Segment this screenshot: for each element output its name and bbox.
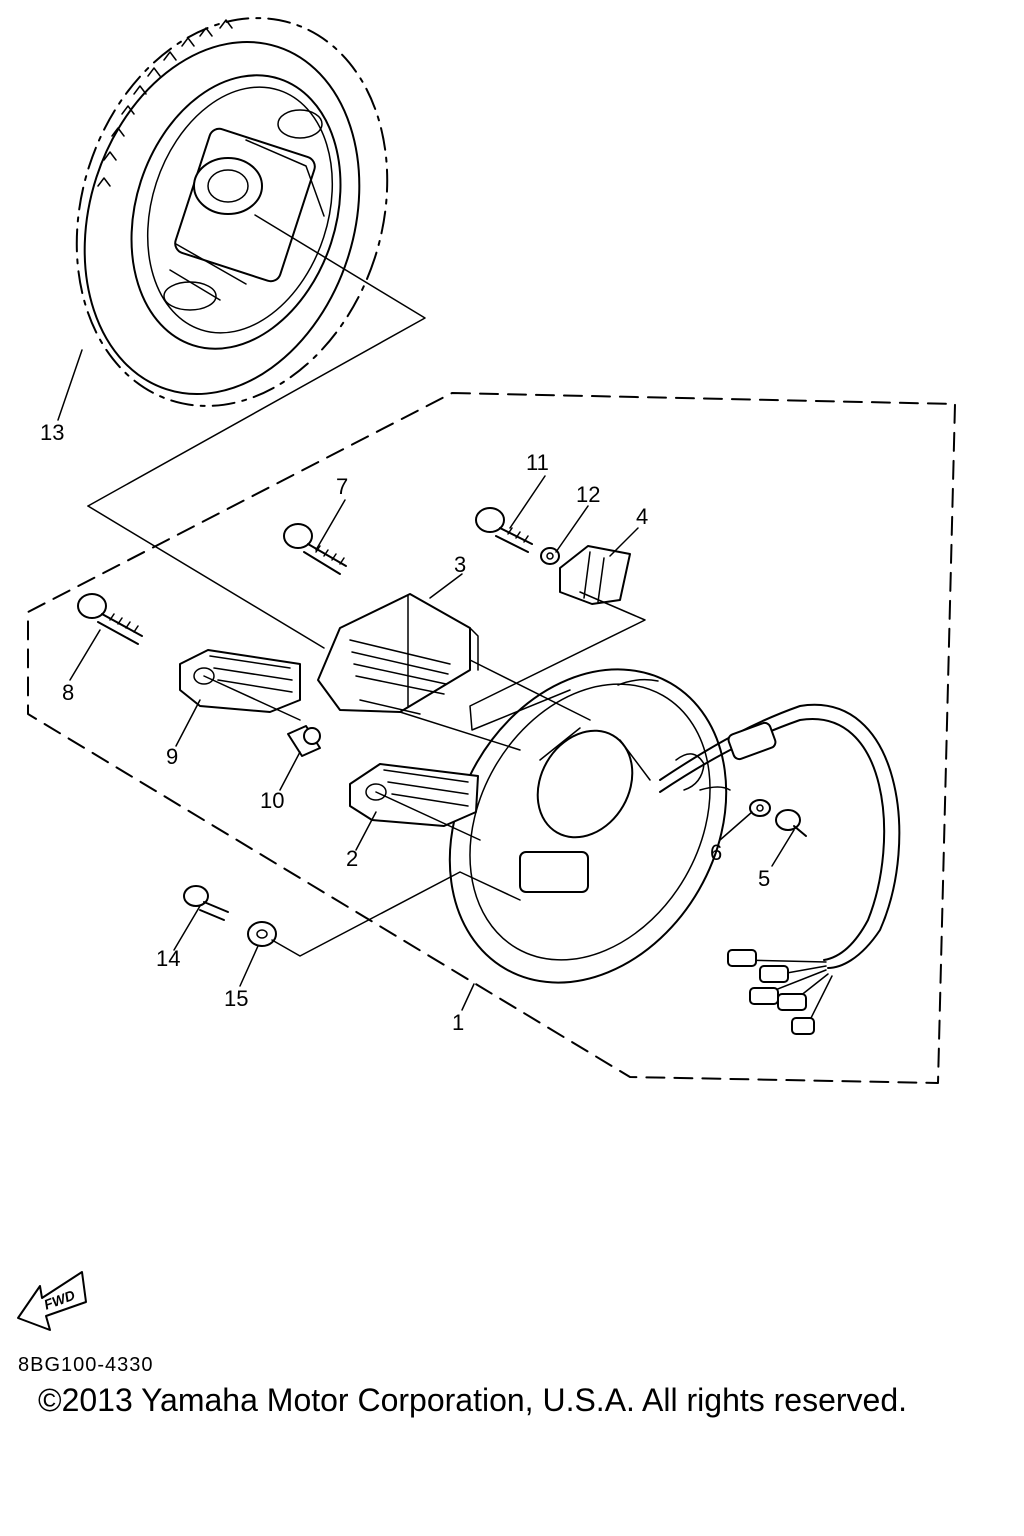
stator-plate	[448, 668, 728, 984]
collar	[287, 725, 321, 757]
callout-labels: 1 2 3 4 5 6 7 8 9 10 11 12 13 14 15	[40, 420, 770, 1035]
leader-lines	[57, 349, 795, 1011]
callout-11: 11	[526, 450, 549, 475]
assembly-boundary	[27, 392, 956, 1084]
callout-7: 7	[336, 474, 348, 499]
flywheel-rotor	[75, 17, 426, 507]
callout-6: 6	[710, 840, 722, 865]
source-coil-9	[179, 649, 301, 713]
callout-2: 2	[346, 846, 358, 871]
copyright-notice: ©2013 Yamaha Motor Corporation, U.S.A. A…	[38, 1382, 908, 1418]
callout-10: 10	[260, 788, 284, 813]
callout-12: 12	[576, 482, 600, 507]
charging-coil	[317, 593, 479, 715]
wire-harness	[659, 703, 901, 1035]
callout-1: 1	[452, 1010, 464, 1035]
callout-15: 15	[224, 986, 248, 1011]
callout-3: 3	[454, 552, 466, 577]
callout-8: 8	[62, 680, 74, 705]
callout-9: 9	[166, 744, 178, 769]
pickup-coil	[559, 545, 631, 605]
diagram-code: 8BG100-4330	[18, 1354, 154, 1376]
callout-13: 13	[40, 420, 64, 445]
fwd-arrow-icon: FWD	[17, 1271, 87, 1331]
callout-4: 4	[636, 504, 648, 529]
source-coil-2	[349, 763, 479, 827]
callout-5: 5	[758, 866, 770, 891]
callout-14: 14	[156, 946, 180, 971]
fasteners	[77, 507, 807, 947]
